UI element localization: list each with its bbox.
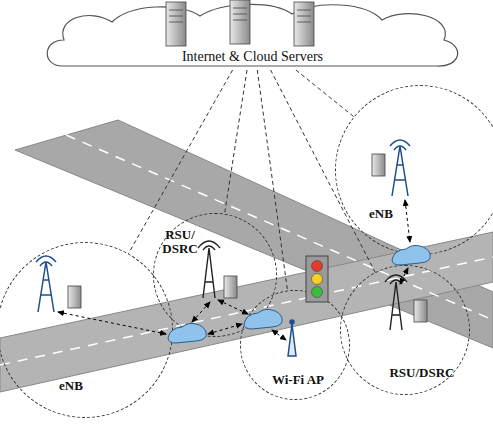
coverage-circle: Wi-Fi AP <box>240 290 350 400</box>
lane-marking <box>0 257 493 365</box>
node-label: eNB <box>46 379 96 393</box>
coverage-circle: eNB <box>335 85 493 255</box>
node-label: Internet & Cloud Servers <box>140 49 365 64</box>
coverage-circle: RSU/ DSRC <box>153 213 277 337</box>
backhaul-link <box>296 70 354 117</box>
lane-marking <box>66 135 493 320</box>
backhaul-link <box>225 70 247 214</box>
node-label: Wi-Fi AP <box>253 373 343 387</box>
wifi-antenna <box>288 320 296 356</box>
cloud-servers <box>166 0 314 46</box>
node-label: RSU/DSRC <box>377 366 467 380</box>
node-label: RSU/ DSRC <box>158 228 202 257</box>
traffic-light <box>306 256 328 302</box>
backhaul-link <box>271 70 376 272</box>
coverage-circle: RSU/DSRC <box>340 265 470 395</box>
rsu-tower <box>198 241 407 330</box>
enb-tower <box>36 140 410 312</box>
coverage-circle: eNB <box>0 242 173 418</box>
cross-road <box>15 120 493 348</box>
vehicle <box>168 245 430 343</box>
edge-server <box>68 154 427 322</box>
wireless-link <box>58 200 410 340</box>
main-road <box>0 232 493 392</box>
node-label: eNB <box>356 207 406 221</box>
backhaul-link <box>257 70 287 291</box>
cloud-node: Internet & Cloud Servers <box>40 0 465 70</box>
backhaul-link <box>129 70 233 254</box>
